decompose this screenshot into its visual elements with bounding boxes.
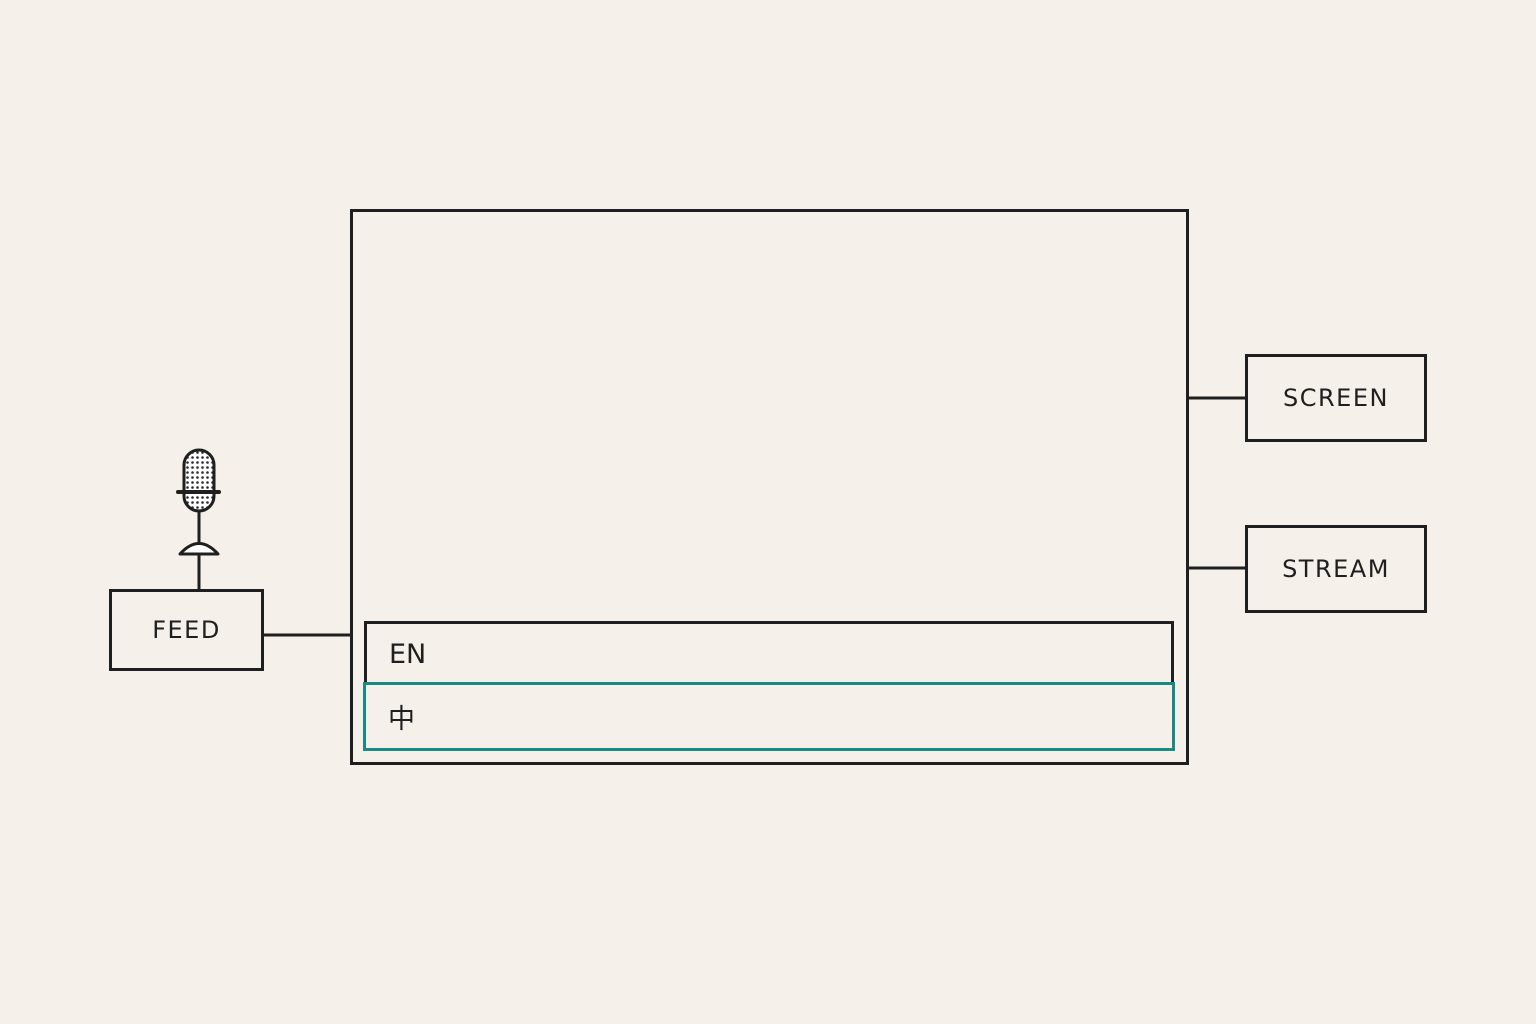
caption-english-label: EN (389, 638, 427, 670)
feed-node-label: FEED (152, 616, 221, 644)
stream-node-label: STREAM (1282, 555, 1390, 583)
feed-node: FEED (109, 589, 264, 671)
screen-node-label: SCREEN (1283, 384, 1389, 412)
stream-node: STREAM (1245, 525, 1427, 613)
caption-line-chinese: 中 (363, 682, 1175, 751)
screen-node: SCREEN (1245, 354, 1427, 442)
caption-line-english: EN (364, 621, 1174, 684)
display-frame (350, 209, 1189, 765)
caption-chinese-label: 中 (388, 704, 415, 735)
microphone-icon (176, 448, 221, 556)
